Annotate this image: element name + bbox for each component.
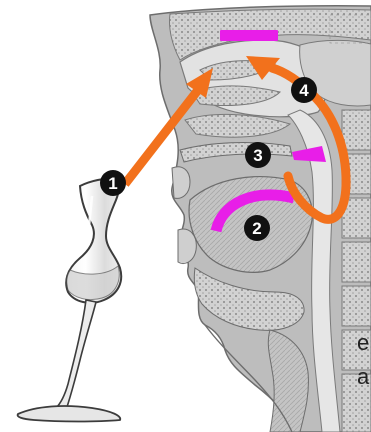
glass-stem (56, 300, 96, 410)
clipped-text-line-2: a (357, 366, 369, 388)
step-badge-3: 3 (245, 142, 271, 168)
svg-text:2: 2 (252, 219, 261, 238)
svg-text:1: 1 (108, 174, 117, 193)
step-badge-4: 4 (291, 77, 317, 103)
glass-foot (18, 406, 121, 422)
step-badge-2: 2 (244, 215, 270, 241)
svg-text:3: 3 (253, 146, 262, 165)
tulip-wine-glass-icon (18, 178, 122, 422)
olfactory-zone (220, 30, 278, 41)
svg-text:4: 4 (299, 81, 309, 100)
step-badge-1: 1 (100, 170, 126, 196)
clipped-text-line-1: e (357, 332, 369, 354)
